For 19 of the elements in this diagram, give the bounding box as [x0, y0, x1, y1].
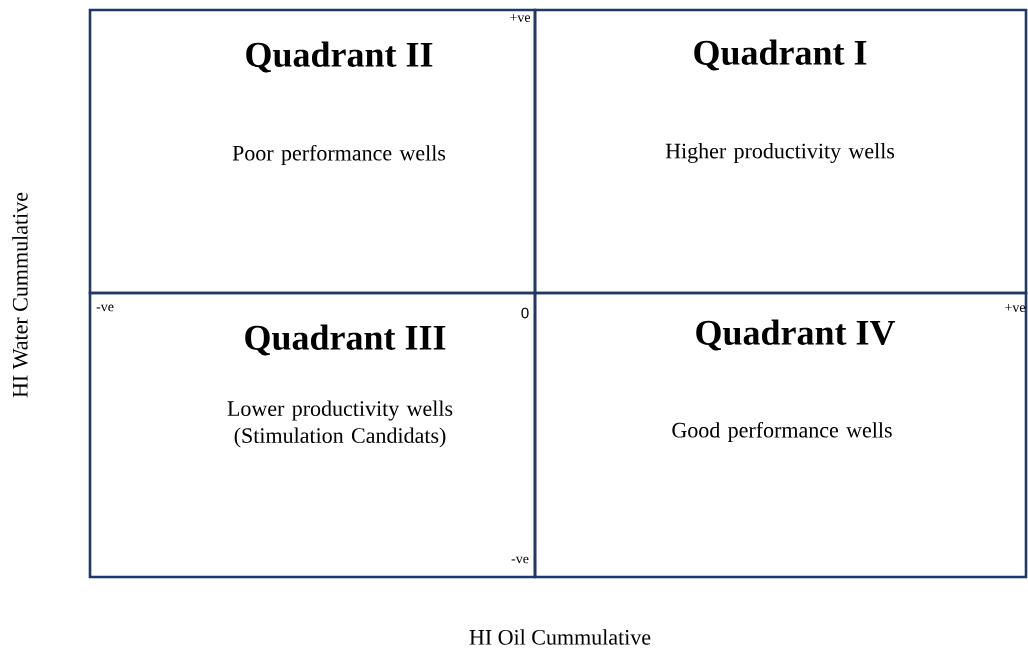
quadrant-box: [533, 8, 1028, 295]
quadrant-heading: Quadrant III: [245, 324, 446, 356]
quadrant-description: Higher productivity wells: [665, 143, 895, 163]
quadrant-box: [533, 291, 1028, 579]
origin-label: 0: [521, 307, 529, 319]
quadrant-description: Good performance wells: [672, 421, 892, 443]
quadrant-heading: Quadrant II: [246, 41, 433, 73]
quadrant-box: [88, 8, 537, 295]
axis-title: HI Water Cummulative: [12, 192, 28, 398]
quadrant-box: [88, 291, 537, 579]
axis-sign: -ve: [511, 556, 529, 564]
quadrant-description: Poor performance wells: [232, 144, 446, 166]
quadrant-heading: Quadrant IV: [696, 319, 896, 351]
axis-sign: +ve: [510, 14, 531, 22]
axis-sign: +ve: [1005, 304, 1026, 312]
quadrant-description: Lower productivity wells (Stimulation Candidats): [227, 400, 453, 448]
axis-sign: -ve: [96, 304, 114, 312]
quadrant-heading: Quadrant I: [694, 39, 867, 71]
axis-title: HI Oil Cummulative: [469, 629, 651, 645]
